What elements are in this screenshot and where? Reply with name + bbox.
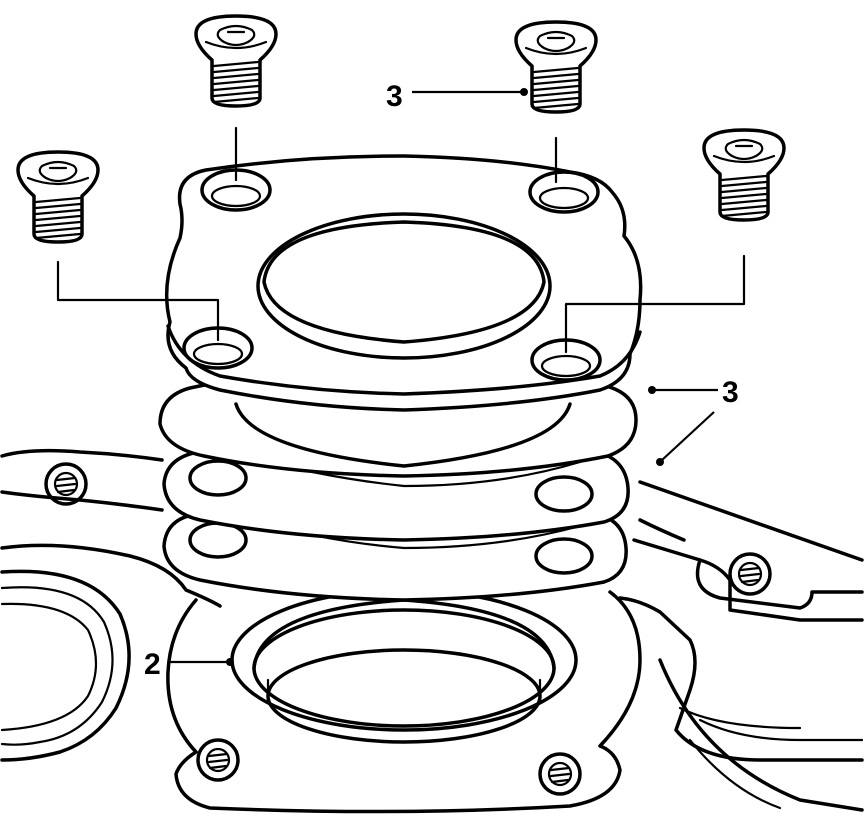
screw-right (702, 128, 786, 222)
tapped-hole (44, 462, 88, 506)
callout-label-gaskets: 3 (722, 376, 739, 409)
top-flange-cover (164, 154, 643, 412)
callout-label-screw: 3 (386, 80, 403, 113)
screw-left (16, 150, 100, 244)
tapped-hole (538, 752, 582, 796)
callout-label-seal: 2 (144, 648, 161, 681)
callout-gaskets: 3 (648, 376, 739, 466)
seal-ring (230, 588, 578, 744)
callout-screw: 3 (386, 80, 528, 113)
tapped-hole (196, 738, 240, 782)
screw-top-left (194, 14, 278, 108)
base-housing (0, 448, 864, 814)
tapped-hole (728, 552, 772, 596)
screw-top-right (514, 20, 598, 114)
alignment-lines (56, 126, 746, 354)
callout-seal: 2 (144, 648, 234, 681)
